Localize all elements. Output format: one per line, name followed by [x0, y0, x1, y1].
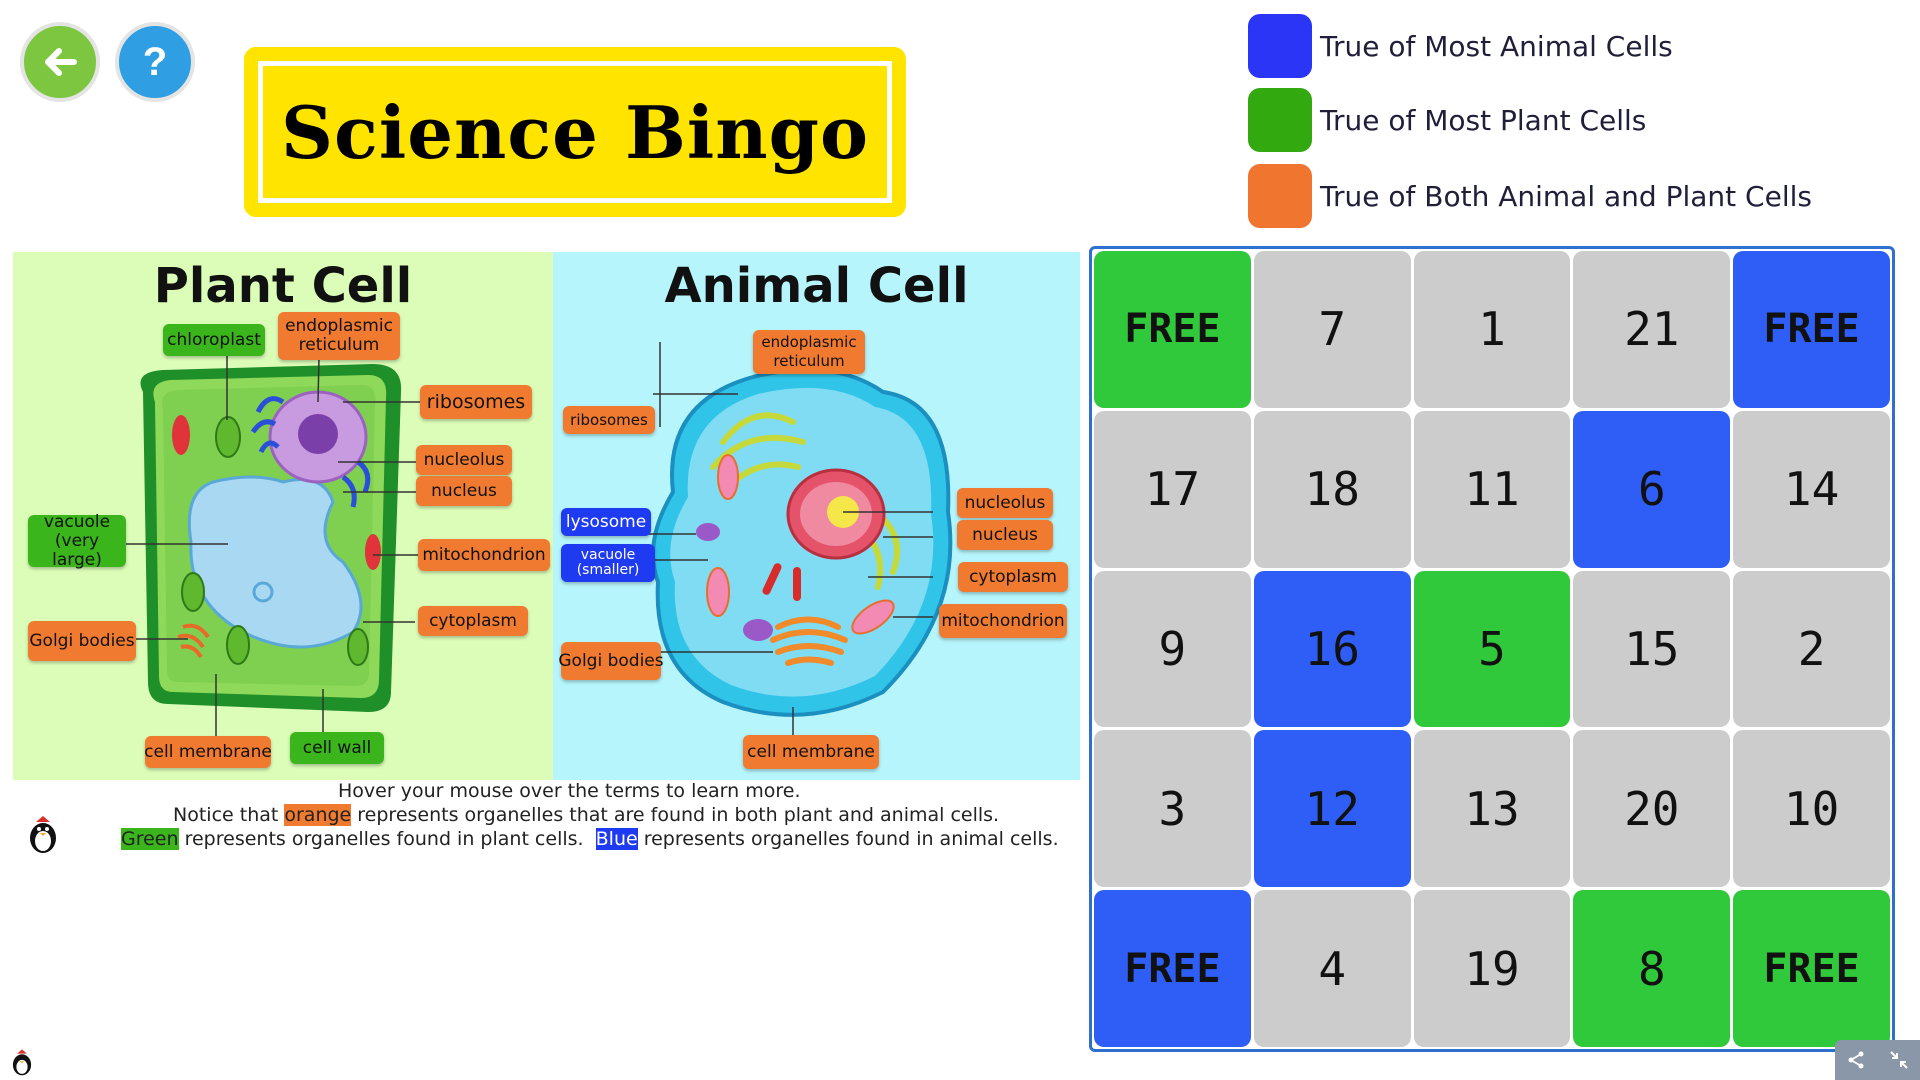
bingo-cell[interactable]: FREE — [1733, 251, 1890, 408]
term-golgi-bodies[interactable]: Golgi bodies — [28, 621, 136, 661]
bingo-cell[interactable]: 1 — [1413, 251, 1571, 408]
term-mitochondrion[interactable]: mitochondrion — [939, 604, 1067, 638]
term-endoplasmic-reticulum[interactable]: endoplasmic reticulum — [753, 330, 865, 374]
legend-item-both: True of Both Animal and Plant Cells — [1248, 164, 1812, 228]
penguin-mascot-icon — [30, 816, 56, 853]
back-button[interactable] — [20, 22, 100, 102]
share-icon[interactable] — [1847, 1051, 1865, 1069]
term-mitochondrion[interactable]: mitochondrion — [418, 539, 550, 571]
term-ribosomes[interactable]: ribosomes — [563, 406, 655, 434]
legend-swatch-blue — [1248, 14, 1312, 78]
bingo-cell[interactable]: 2 — [1733, 570, 1890, 728]
legend-swatch-orange — [1248, 164, 1312, 228]
bingo-cell[interactable]: 17 — [1094, 410, 1251, 568]
plant-cell-title: Plant Cell — [153, 258, 413, 314]
plant-cell-panel: Plant Cell chloro — [13, 252, 553, 780]
help-label: ? — [142, 39, 168, 84]
page-title: Science Bingo — [281, 89, 869, 175]
term-vacuole[interactable]: vacuole (very large) — [28, 512, 126, 569]
bingo-cell[interactable]: 4 — [1253, 890, 1411, 1047]
bingo-cell[interactable]: 15 — [1573, 570, 1731, 728]
term-cell-wall[interactable]: cell wall — [290, 732, 384, 764]
legend-label: True of Most Animal Cells — [1320, 29, 1673, 63]
term-endoplasmic-reticulum[interactable]: endoplasmic reticulum — [278, 312, 400, 360]
bingo-cell[interactable]: 10 — [1733, 730, 1890, 888]
bingo-cell[interactable]: 3 — [1094, 730, 1251, 888]
term-nucleus[interactable]: nucleus — [957, 520, 1053, 550]
title-inner-frame: Science Bingo — [258, 61, 892, 203]
term-cell-membrane[interactable]: cell membrane — [144, 736, 272, 768]
bingo-cell[interactable]: FREE — [1094, 251, 1251, 408]
bingo-cell[interactable]: 20 — [1573, 730, 1731, 888]
term-nucleolus[interactable]: nucleolus — [416, 445, 512, 475]
bingo-cell[interactable]: 12 — [1253, 730, 1411, 888]
help-button[interactable]: ? — [115, 22, 195, 102]
bingo-cell[interactable]: FREE — [1733, 890, 1890, 1047]
legend-label: True of Most Plant Cells — [1320, 103, 1647, 137]
info-text: represents organelles that are found in … — [351, 804, 1000, 826]
animal-cell-panel: Animal Cell endoplasmic reticulu — [553, 252, 1080, 780]
term-golgi-bodies[interactable]: Golgi bodies — [558, 642, 664, 680]
term-nucleus[interactable]: nucleus — [416, 476, 512, 506]
bingo-cell[interactable]: 11 — [1413, 410, 1571, 568]
info-text: represents organelles found in plant cel… — [178, 828, 596, 850]
bingo-cell[interactable]: 18 — [1253, 410, 1411, 568]
info-color-note: Green represents organelles found in pla… — [121, 828, 1059, 850]
legend-item-plant: True of Most Plant Cells — [1248, 88, 1646, 152]
bingo-cell[interactable]: 9 — [1094, 570, 1251, 728]
legend-label: True of Both Animal and Plant Cells — [1320, 179, 1812, 213]
plant-cell-diagram — [125, 347, 425, 740]
bingo-cell[interactable]: 8 — [1573, 890, 1731, 1047]
bingo-cell[interactable]: 19 — [1413, 890, 1571, 1047]
bingo-cell[interactable]: 13 — [1413, 730, 1571, 888]
bingo-cell[interactable]: FREE — [1094, 890, 1251, 1047]
term-cell-membrane[interactable]: cell membrane — [743, 735, 879, 769]
info-hover-hint: Hover your mouse over the terms to learn… — [338, 780, 801, 802]
term-nucleolus[interactable]: nucleolus — [957, 488, 1053, 518]
info-text: Notice that — [173, 804, 285, 826]
bingo-cell[interactable]: 7 — [1253, 251, 1411, 408]
embed-toolbar — [1835, 1040, 1920, 1080]
bingo-cell[interactable]: 21 — [1573, 251, 1731, 408]
term-chloroplast[interactable]: chloroplast — [163, 324, 265, 356]
animal-cell-title: Animal Cell — [664, 258, 969, 314]
term-lysosome[interactable]: lysosome — [561, 508, 651, 536]
term-cytoplasm[interactable]: cytoplasm — [958, 562, 1068, 592]
bingo-cell[interactable]: 6 — [1573, 410, 1731, 568]
bingo-cell[interactable]: 5 — [1413, 570, 1571, 728]
bingo-cell[interactable]: 16 — [1253, 570, 1411, 728]
term-ribosomes[interactable]: ribosomes — [420, 385, 532, 419]
bingo-cell[interactable]: 14 — [1733, 410, 1890, 568]
arrow-left-icon — [45, 48, 77, 76]
bingo-board: FREE 7 1 21 FREE 17 18 11 6 14 9 16 5 15… — [1089, 246, 1895, 1052]
green-highlight: Green — [121, 828, 179, 850]
blue-highlight: Blue — [595, 828, 638, 850]
animal-cell-diagram — [633, 342, 953, 740]
penguin-logo-icon — [12, 1049, 32, 1076]
term-vacuole[interactable]: vacuole (smaller) — [561, 544, 655, 582]
legend-swatch-green — [1248, 88, 1312, 152]
legend-item-animal: True of Most Animal Cells — [1248, 14, 1673, 78]
info-orange-note: Notice that orange represents organelles… — [173, 804, 999, 826]
info-text: represents organelles found in animal ce… — [637, 828, 1059, 850]
term-cytoplasm[interactable]: cytoplasm — [418, 606, 528, 636]
collapse-icon[interactable] — [1890, 1051, 1908, 1069]
title-banner: Science Bingo — [244, 47, 906, 217]
orange-highlight: orange — [284, 804, 352, 826]
